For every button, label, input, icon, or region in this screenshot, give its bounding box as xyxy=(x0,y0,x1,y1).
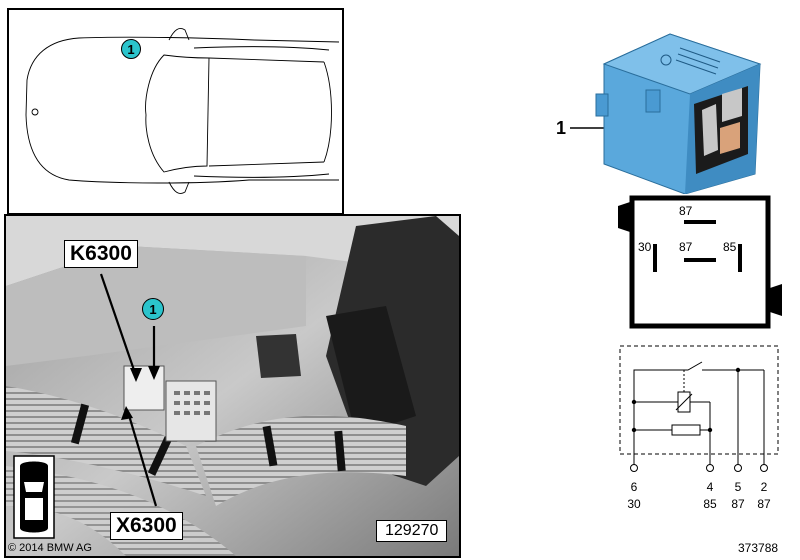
schematic-terminal-label: 87 xyxy=(731,497,745,511)
component-label-k6300: K6300 xyxy=(64,240,138,268)
schematic-pin-number: 6 xyxy=(630,480,638,494)
installation-photo: K6300 1 X6300 129270 © 2014 BMW AG xyxy=(4,214,461,558)
photo-reference-number: 129270 xyxy=(376,520,448,542)
engine-bay-photo xyxy=(6,216,459,556)
item-number-label: 1 xyxy=(556,118,567,138)
pinout-label-right: 85 xyxy=(723,240,737,254)
pinout-label-center: 87 xyxy=(679,240,693,254)
schematic-pin-number: 2 xyxy=(760,480,768,494)
diagram-id: 373788 xyxy=(738,541,779,555)
pinout-label-left: 30 xyxy=(638,240,652,254)
relay-image xyxy=(570,33,762,194)
schematic-terminal-label: 87 xyxy=(757,497,771,511)
copyright-text: © 2014 BMW AG xyxy=(8,542,92,554)
pinout-diagram xyxy=(618,195,782,329)
schematic-pin-number: 5 xyxy=(734,480,742,494)
component-label-x6300: X6300 xyxy=(110,512,183,540)
vehicle-location-panel: 1 xyxy=(7,8,344,215)
callout-marker: 1 xyxy=(121,39,141,59)
schematic-terminal-label: 30 xyxy=(627,497,641,511)
schematic-pin-number: 4 xyxy=(706,480,714,494)
pinout-label-top: 87 xyxy=(679,204,693,218)
schematic-terminal-label: 85 xyxy=(703,497,717,511)
car-outline xyxy=(25,28,340,194)
callout-marker: 1 xyxy=(142,298,164,320)
relay-schematic xyxy=(619,345,779,472)
